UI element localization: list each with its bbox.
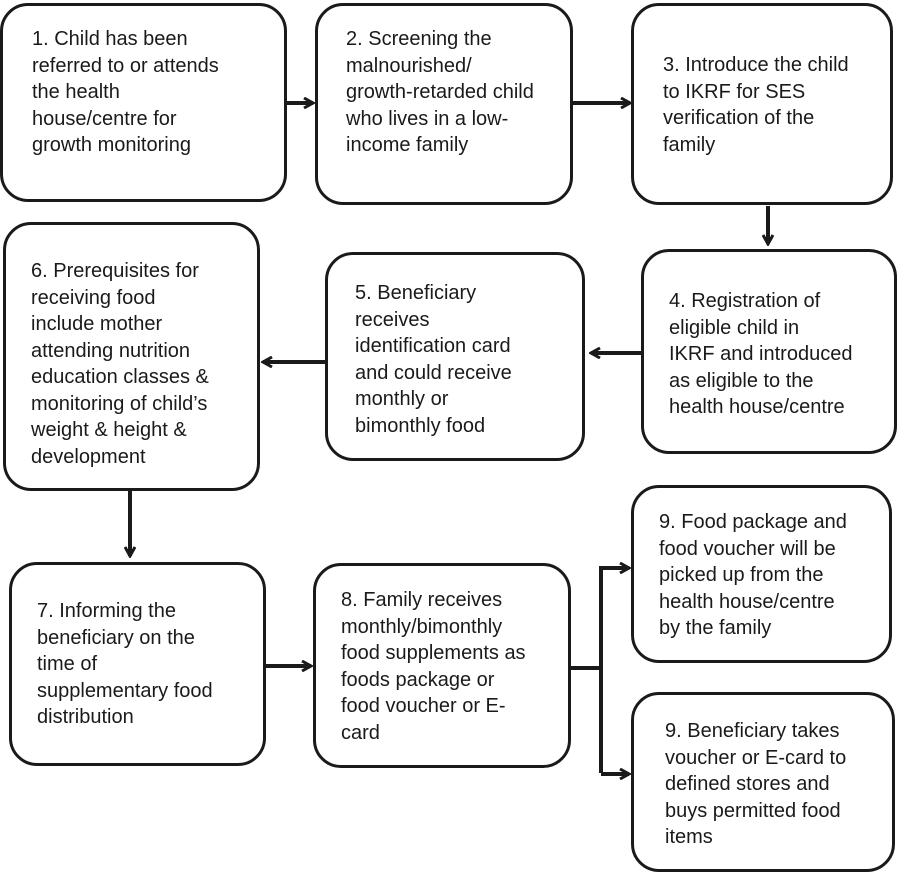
step-5-text: 5. Beneficiary receives identification c…	[355, 280, 512, 439]
step-1-line-4: house/centre for	[32, 107, 177, 130]
step-8-line-5: food voucher or E-	[341, 695, 506, 717]
step-9a-line-4: health house/centre	[659, 590, 835, 613]
step-8-text: 8. Family receives monthly/bimonthly foo…	[341, 587, 526, 746]
step-4-box	[641, 249, 897, 454]
step-4-line-1: 4. Registration of	[669, 290, 821, 312]
step-5-line-2: receives	[355, 308, 430, 331]
step-5-box	[325, 252, 585, 461]
step-6-line-6: monitoring of child’s	[31, 392, 208, 415]
step-6-line-8: development	[31, 445, 146, 468]
step-9b-text: 9. Beneficiary takes voucher or E-card t…	[665, 718, 846, 851]
step-2-line-1: 2. Screening the	[346, 28, 492, 50]
step-7-box	[9, 562, 266, 766]
step-8-line-4: foods package or	[341, 668, 495, 691]
step-1-line-1: 1. Child has been	[32, 28, 188, 50]
step-2-line-4: who lives in a low-	[346, 107, 509, 130]
step-8-line-2: monthly/bimonthly	[341, 615, 503, 638]
step-1-line-3: the health	[32, 81, 120, 103]
step-9a-text: 9. Food package and food voucher will be…	[659, 509, 847, 642]
step-9a-box	[631, 485, 892, 663]
step-9b-line-1: 9. Beneficiary takes	[665, 720, 840, 742]
step-6-line-7: weight & height &	[31, 419, 187, 441]
step-6-line-5: education classes &	[31, 366, 209, 388]
step-4-line-2: eligible child in	[669, 316, 800, 339]
step-7-line-4: supplementary food	[37, 679, 213, 702]
step-2-line-2: malnourished/	[346, 54, 472, 77]
step-7-line-1: 7. Informing the	[37, 600, 176, 622]
step-6-line-3: include mother	[31, 313, 163, 335]
step-1-text: 1. Child has been referred to or attends…	[32, 26, 219, 159]
step-5-line-6: bimonthly food	[355, 414, 486, 437]
step-9b-line-3: defined stores and	[665, 773, 830, 795]
step-8-line-3: food supplements as	[341, 642, 526, 664]
step-4-line-3: IKRF and introduced	[669, 343, 853, 365]
step-8-line-6: card	[341, 721, 380, 744]
step-3-box	[631, 3, 893, 205]
step-7-line-3: time of	[37, 653, 98, 675]
step-2-line-3: growth-retarded child	[346, 81, 534, 103]
step-5-line-3: identification card	[355, 335, 511, 357]
step-7-line-5: distribution	[37, 706, 134, 728]
step-3-text: 3. Introduce the child to IKRF for SES v…	[663, 52, 849, 158]
step-9b-line-4: buys permitted food	[665, 799, 841, 822]
step-3-line-3: verification of the	[663, 107, 815, 129]
step-1-line-2: referred to or attends	[32, 54, 219, 77]
step-3-line-4: family	[663, 133, 716, 156]
step-1-line-5: growth monitoring	[32, 134, 191, 156]
step-5-line-4: and could receive	[355, 361, 512, 384]
step-5-line-5: monthly or	[355, 388, 449, 410]
step-9b-box	[631, 692, 895, 872]
step-8-line-1: 8. Family receives	[341, 589, 503, 611]
step-6-box	[3, 222, 260, 491]
step-9a-line-2: food voucher will be	[659, 537, 836, 560]
step-4-line-5: health house/centre	[669, 396, 845, 418]
step-5-line-1: 5. Beneficiary	[355, 282, 477, 304]
step-8-box	[313, 563, 571, 768]
step-7-line-2: beneficiary on the	[37, 626, 195, 649]
step-9a-line-5: by the family	[659, 617, 772, 639]
step-9a-line-3: picked up from the	[659, 564, 824, 586]
step-6-line-4: attending nutrition	[31, 339, 191, 362]
step-6-line-2: receiving food	[31, 286, 156, 309]
step-6-text: 6. Prerequisites for receiving food incl…	[31, 258, 209, 470]
step-2-text: 2. Screening the malnourished/ growth-re…	[346, 26, 534, 159]
step-2-line-5: income family	[346, 134, 469, 156]
step-3-line-1: 3. Introduce the child	[663, 54, 849, 76]
step-4-text: 4. Registration of eligible child in IKR…	[669, 288, 852, 421]
step-4-line-4: as eligible to the	[669, 369, 814, 392]
step-3-line-2: to IKRF for SES	[663, 80, 806, 103]
step-1-box	[0, 3, 287, 202]
step-9b-line-5: items	[665, 826, 713, 848]
step-6-line-1: 6. Prerequisites for	[31, 260, 199, 282]
step-7-text: 7. Informing the beneficiary on the time…	[37, 598, 213, 731]
step-2-box	[315, 3, 573, 205]
step-9b-line-2: voucher or E-card to	[665, 746, 847, 769]
branch-line-9	[599, 568, 629, 773]
step-9a-line-1: 9. Food package and	[659, 511, 847, 533]
